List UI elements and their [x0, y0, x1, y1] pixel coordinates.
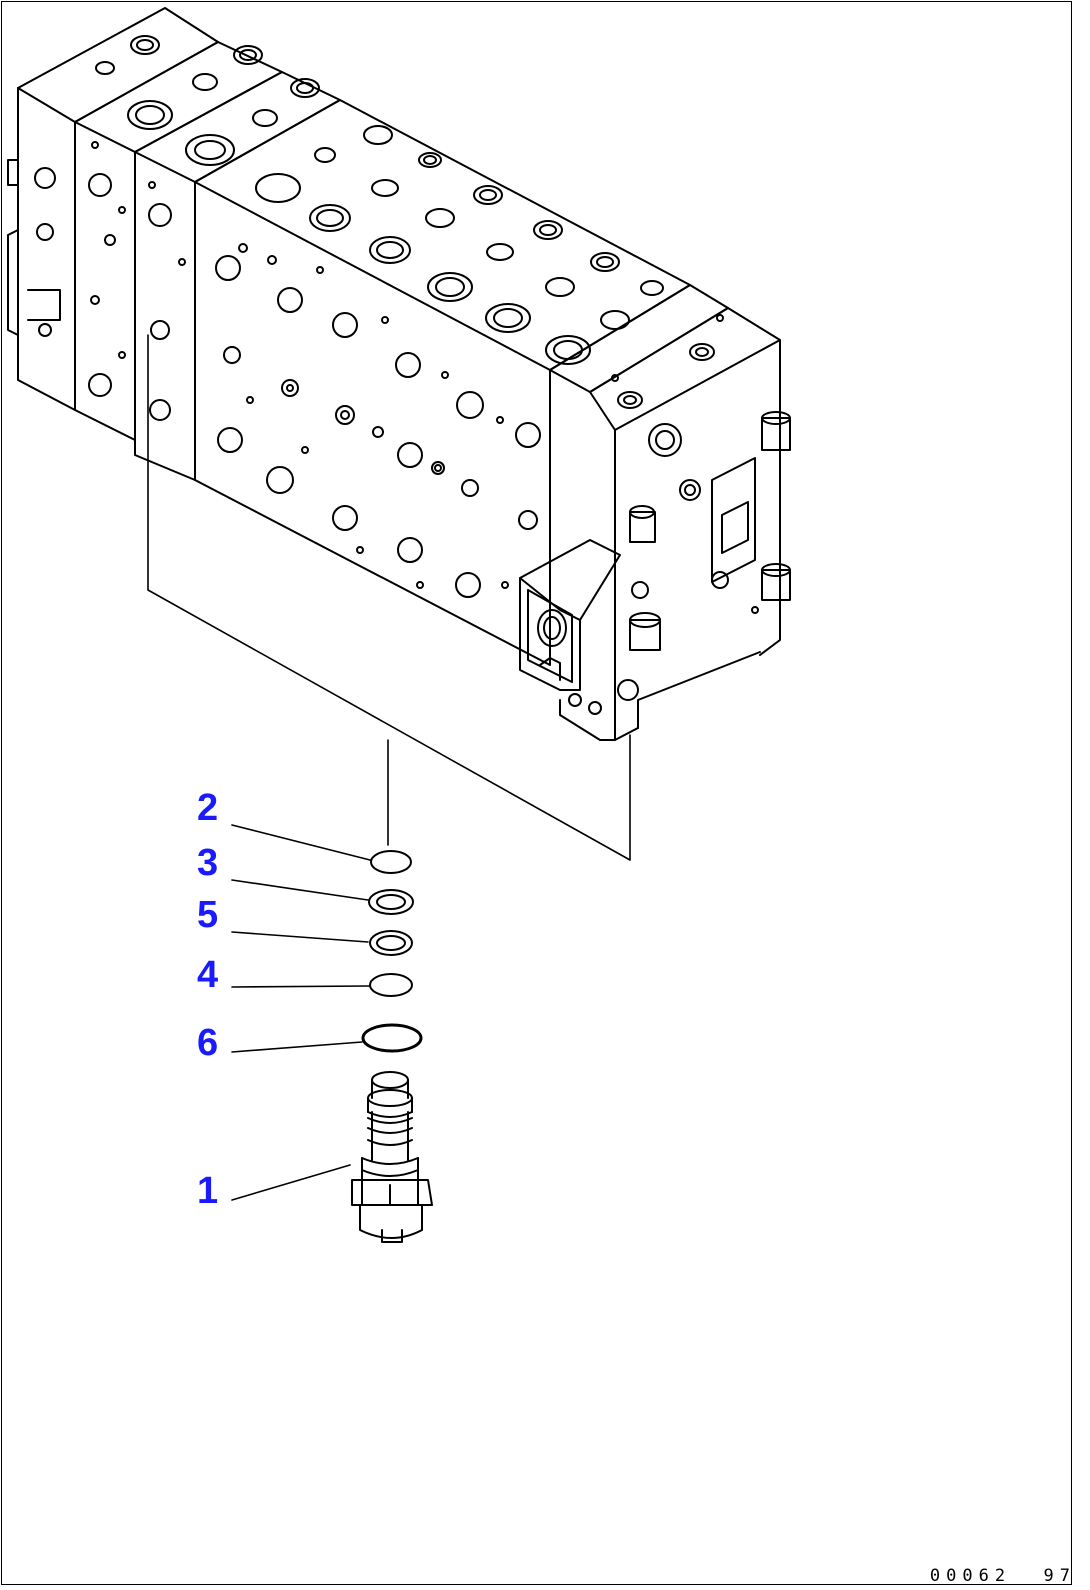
callout-4: 4: [197, 954, 219, 996]
callout-6: 6: [197, 1022, 219, 1064]
leader-2: [231, 824, 371, 861]
callout-5: 5: [197, 894, 219, 936]
part-6-o-ring: [361, 1023, 423, 1053]
callout-3: 3: [197, 842, 219, 884]
valve-section-3: [134, 45, 341, 481]
part-3-washer: [368, 889, 414, 915]
control-valve-assembly: [7, 7, 791, 741]
callout-2: 2: [197, 787, 219, 829]
part-1-valve-cartridge: [351, 1071, 433, 1243]
drawing-frame: [1, 1, 1072, 1585]
part-2-plug: [370, 850, 412, 874]
leader-1: [231, 1164, 351, 1201]
exploded-parts: [351, 850, 433, 1243]
valve-end-cover: [549, 284, 791, 741]
part-4-disc: [369, 973, 413, 997]
valve-section-2: [74, 35, 283, 441]
pilot-block: [519, 539, 621, 715]
leader-3: [231, 879, 369, 901]
leader-5: [231, 931, 369, 943]
part-5-ring: [369, 930, 413, 956]
center-lines: [147, 334, 631, 861]
callout-leaders: [231, 824, 371, 1201]
drawing-reference-number: 00062 97: [929, 1566, 1076, 1586]
leader-4: [231, 985, 370, 988]
callout-1: 1: [197, 1170, 219, 1212]
leader-6: [231, 1041, 363, 1053]
